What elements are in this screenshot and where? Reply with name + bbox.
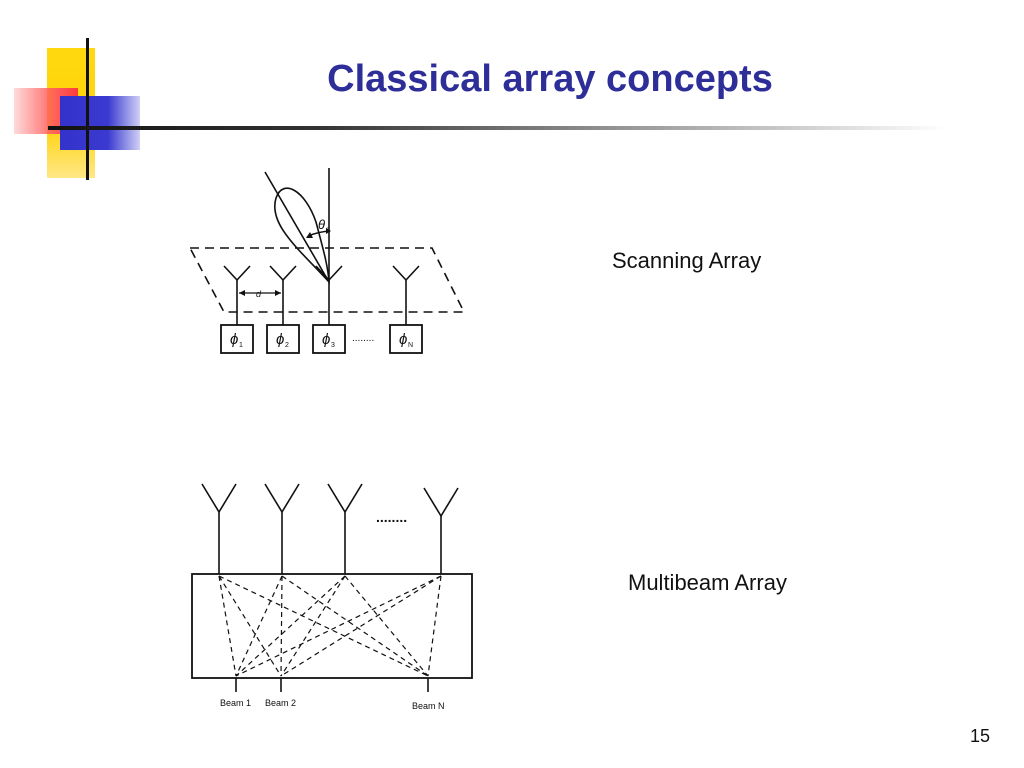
multi-antenna-1 [201, 483, 237, 574]
theta-subscript: s [326, 225, 330, 234]
scanning-array-label: Scanning Array [612, 248, 762, 273]
scan-antenna-n [392, 265, 420, 325]
phase-sub-2: 2 [285, 342, 289, 349]
network-dashed-lines [218, 575, 442, 677]
phase-shifter-box-3 [312, 324, 346, 354]
phase-shifter-box-2 [266, 324, 300, 354]
scanning-array-diagram [188, 168, 466, 354]
phase-symbol-1: ϕ [230, 331, 238, 348]
multibeam-array-diagram [191, 483, 473, 692]
corner-decoration [0, 0, 160, 190]
scan-antenna-1 [223, 265, 251, 325]
phase-symbol-n: ϕ [399, 331, 407, 348]
phase-shifter-box-1 [220, 324, 254, 354]
multi-dots: ........ [376, 509, 407, 525]
beam-label-n: Beam N [412, 701, 445, 711]
phase-symbol-2: ϕ [276, 331, 284, 348]
phase-shifter-box-n [389, 324, 423, 354]
deco-vertical-line [86, 38, 89, 180]
phase-sub-3: 3 [331, 342, 335, 349]
theta-symbol: θ [318, 217, 325, 232]
scan-dots: ........ [352, 333, 374, 344]
phase-symbol-3: ϕ [322, 331, 330, 348]
multi-antenna-2 [264, 483, 300, 574]
deco-blue-square [60, 96, 140, 150]
beam-lobe [273, 187, 330, 285]
scan-antenna-2 [269, 265, 297, 325]
scan-antenna-3 [315, 265, 343, 325]
beam-axis [264, 171, 330, 283]
page-number: 15 [969, 726, 990, 746]
spacing-symbol: d [256, 289, 262, 299]
beam-label-2: Beam 2 [265, 698, 296, 708]
phase-sub-n: N [408, 342, 413, 349]
slide-title: Classical array concepts [327, 58, 773, 100]
array-plane [188, 247, 466, 313]
title-underline [48, 126, 948, 130]
multibeam-array-label: Multibeam Array [628, 570, 787, 595]
beam-label-1: Beam 1 [220, 698, 251, 708]
phase-sub-1: 1 [239, 342, 243, 349]
multi-antenna-3 [327, 483, 363, 574]
beamforming-network [191, 573, 473, 679]
multi-antenna-n [423, 487, 459, 574]
